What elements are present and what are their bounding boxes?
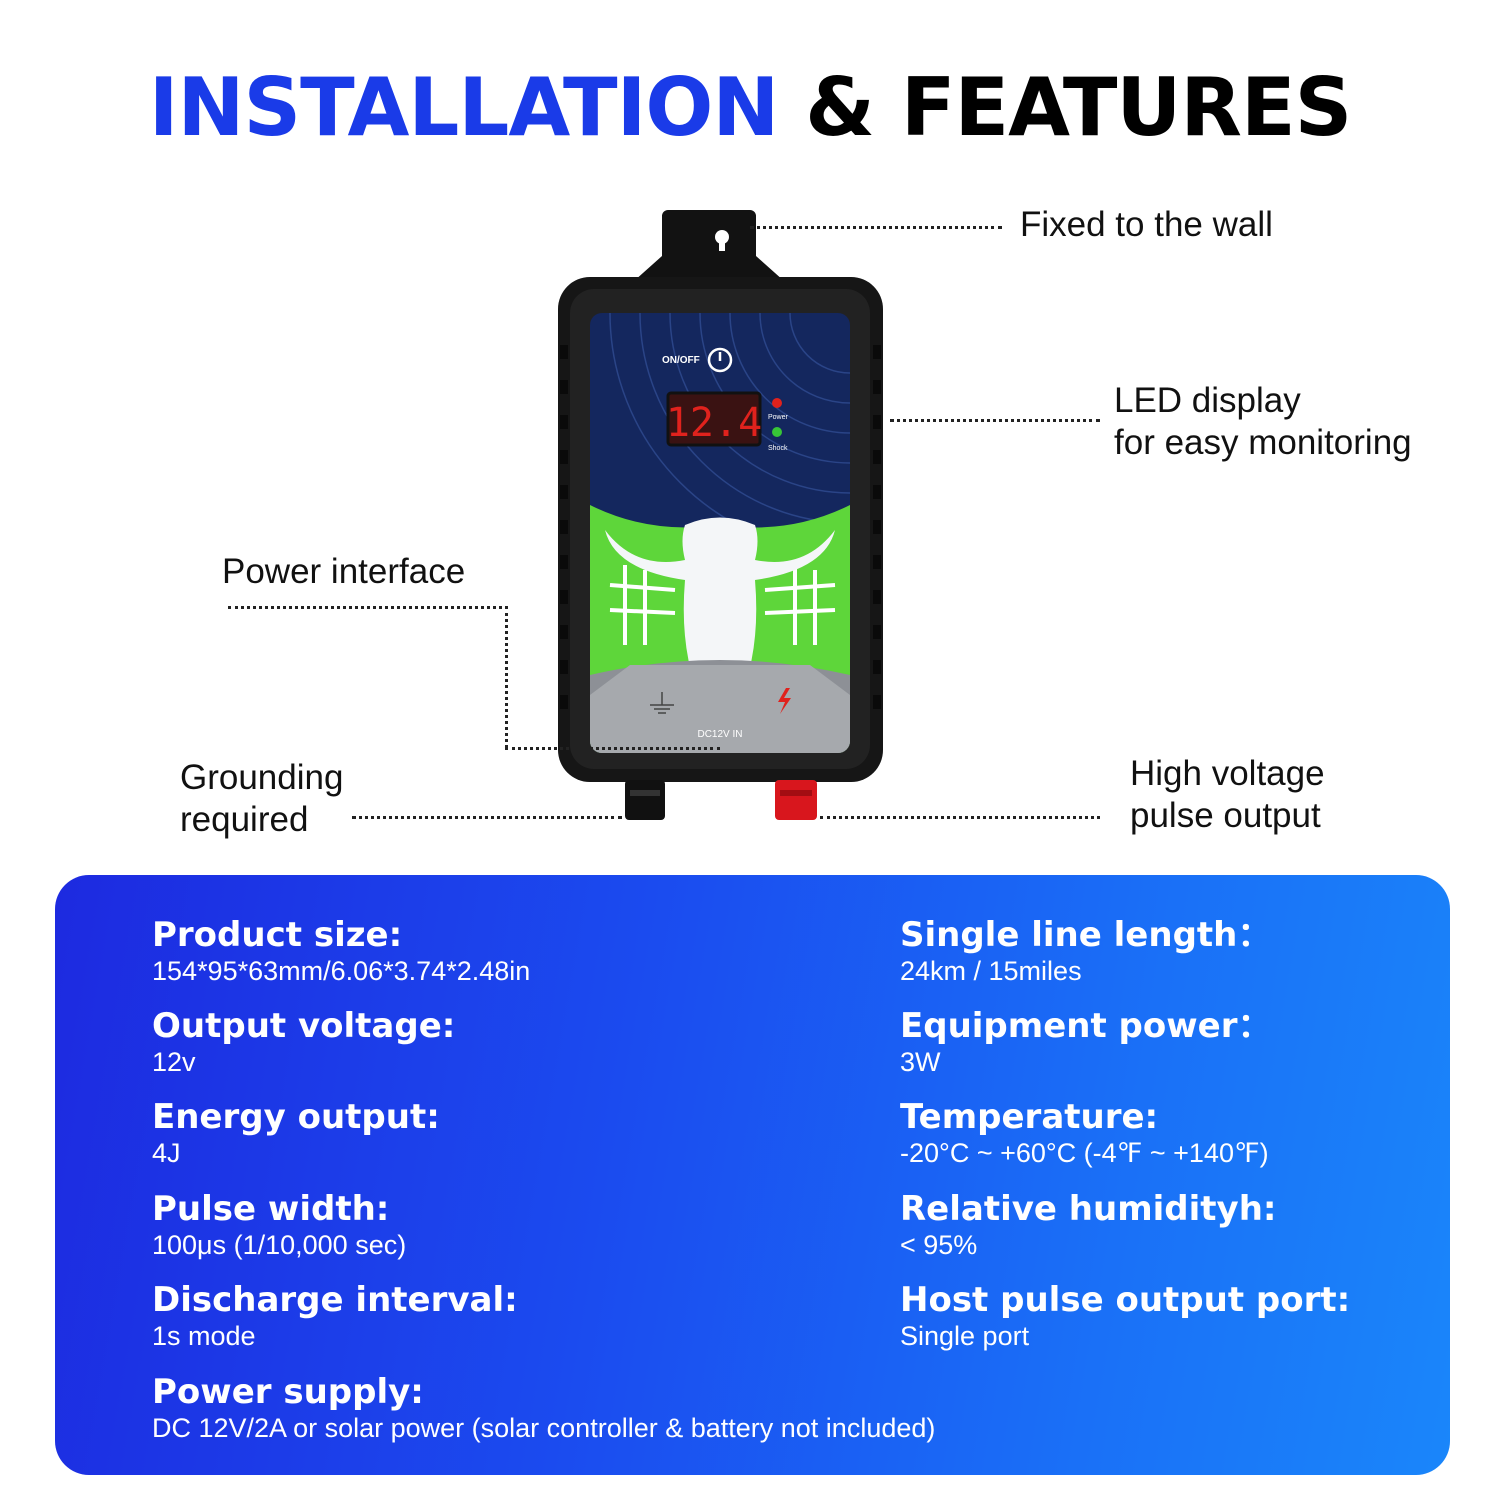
spec-value: < 95% [900, 1230, 978, 1260]
spec-value: 4J [152, 1138, 181, 1168]
led-leader-line [890, 419, 1100, 422]
callout-hv-line1: High voltage [1130, 754, 1325, 793]
power-leader-line-top [228, 606, 508, 609]
spec-label: Temperature: [900, 1097, 1159, 1137]
callout-led-line2: for easy monitoring [1114, 423, 1412, 462]
spec-host-pulse-output-port: Host pulse output port: Single port [900, 1280, 1350, 1352]
spec-energy-output: Energy output: 4J [152, 1097, 440, 1169]
shock-led-label: Shock [768, 445, 788, 452]
spec-value: 24km / 15miles [900, 956, 1082, 986]
callout-wall-mount: Fixed to the wall [1020, 205, 1273, 244]
spec-label: Product size: [152, 915, 403, 955]
spec-panel: Product size: 154*95*63mm/6.06*3.74*2.48… [55, 875, 1450, 1475]
callout-led-line1: LED display [1114, 381, 1301, 420]
led-display [666, 391, 762, 447]
fence-energizer-device: ON/OFF 12.4 Power Shock DC12V IN [550, 205, 890, 825]
ground-symbol-icon [650, 692, 674, 714]
spec-label: Host pulse output port: [900, 1280, 1351, 1320]
spec-relative-humidity: Relative humidityh: < 95% [900, 1189, 1277, 1261]
power-button-icon [707, 347, 733, 373]
callout-led-display: LED display for easy monitoring [1114, 380, 1412, 464]
spec-value: 154*95*63mm/6.06*3.74*2.48in [152, 956, 531, 986]
callout-ground-line1: Grounding [180, 758, 344, 797]
spec-label: Discharge interval: [152, 1280, 518, 1320]
callout-ground-line2: required [180, 800, 309, 839]
callout-grounding: Grounding required [180, 757, 343, 841]
wall-leader-line [750, 226, 1002, 229]
device-illustration: ON/OFF 12.4 Power Shock DC12V IN [558, 210, 883, 820]
power-led-label: Power [768, 414, 789, 421]
shock-led-icon [772, 427, 782, 437]
spec-label: Energy output: [152, 1097, 440, 1137]
spec-power-supply: Power supply: DC 12V/2A or solar power (… [152, 1372, 935, 1444]
spec-label: Equipment power： [900, 1006, 1272, 1046]
spec-value: 3W [900, 1047, 941, 1077]
spec-value: -20°C ~ +60°C (-4℉ ~ +140℉) [900, 1138, 1269, 1168]
page-title: INSTALLATION & FEATURES [0, 58, 1500, 158]
spec-output-voltage: Output voltage: 12v [152, 1006, 455, 1078]
spec-value: DC 12V/2A or solar power (solar controll… [152, 1413, 936, 1443]
spec-label: Pulse width: [152, 1189, 390, 1229]
ground-terminal [625, 780, 665, 820]
callout-power-interface: Power interface [222, 552, 466, 591]
spec-value: 1s mode [152, 1321, 256, 1351]
dc-in-label: DC12V IN [697, 729, 742, 740]
spec-discharge-interval: Discharge interval: 1s mode [152, 1280, 518, 1352]
spec-equipment-power: Equipment power： 3W [900, 1006, 1271, 1078]
spec-label: Power supply: [152, 1372, 424, 1412]
spec-value: Single port [900, 1321, 1030, 1351]
onoff-label: ON/OFF [662, 355, 700, 366]
title-part-features: & FEATURES [805, 61, 1352, 154]
ground-leader-line [352, 816, 622, 819]
spec-product-size: Product size: 154*95*63mm/6.06*3.74*2.48… [152, 915, 530, 987]
callout-hv-line2: pulse output [1130, 796, 1321, 835]
spec-label: Output voltage: [152, 1006, 456, 1046]
power-leader-line-vertical [505, 606, 508, 748]
spec-pulse-width: Pulse width: 100μs (1/10,000 sec) [152, 1189, 406, 1261]
power-led-icon [772, 398, 782, 408]
spec-value: 12v [152, 1047, 196, 1077]
spec-temperature: Temperature: -20°C ~ +60°C (-4℉ ~ +140℉) [900, 1097, 1269, 1169]
wall-mount-tab [634, 210, 784, 281]
spec-value: 100μs (1/10,000 sec) [152, 1230, 407, 1260]
spec-single-line-length: Single line length： 24km / 15miles [900, 915, 1271, 987]
lightning-icon [778, 688, 791, 714]
led-display-value: 12.4 [666, 400, 762, 446]
spec-label: Relative humidityh: [900, 1189, 1277, 1229]
spec-label: Single line length： [900, 915, 1272, 955]
hv-leader-line [820, 816, 1100, 819]
title-part-installation: INSTALLATION [148, 61, 780, 154]
callout-high-voltage: High voltage pulse output [1130, 753, 1325, 837]
high-voltage-terminal [775, 780, 817, 820]
bull-logo [605, 517, 835, 698]
power-leader-line-bottom [505, 747, 720, 750]
